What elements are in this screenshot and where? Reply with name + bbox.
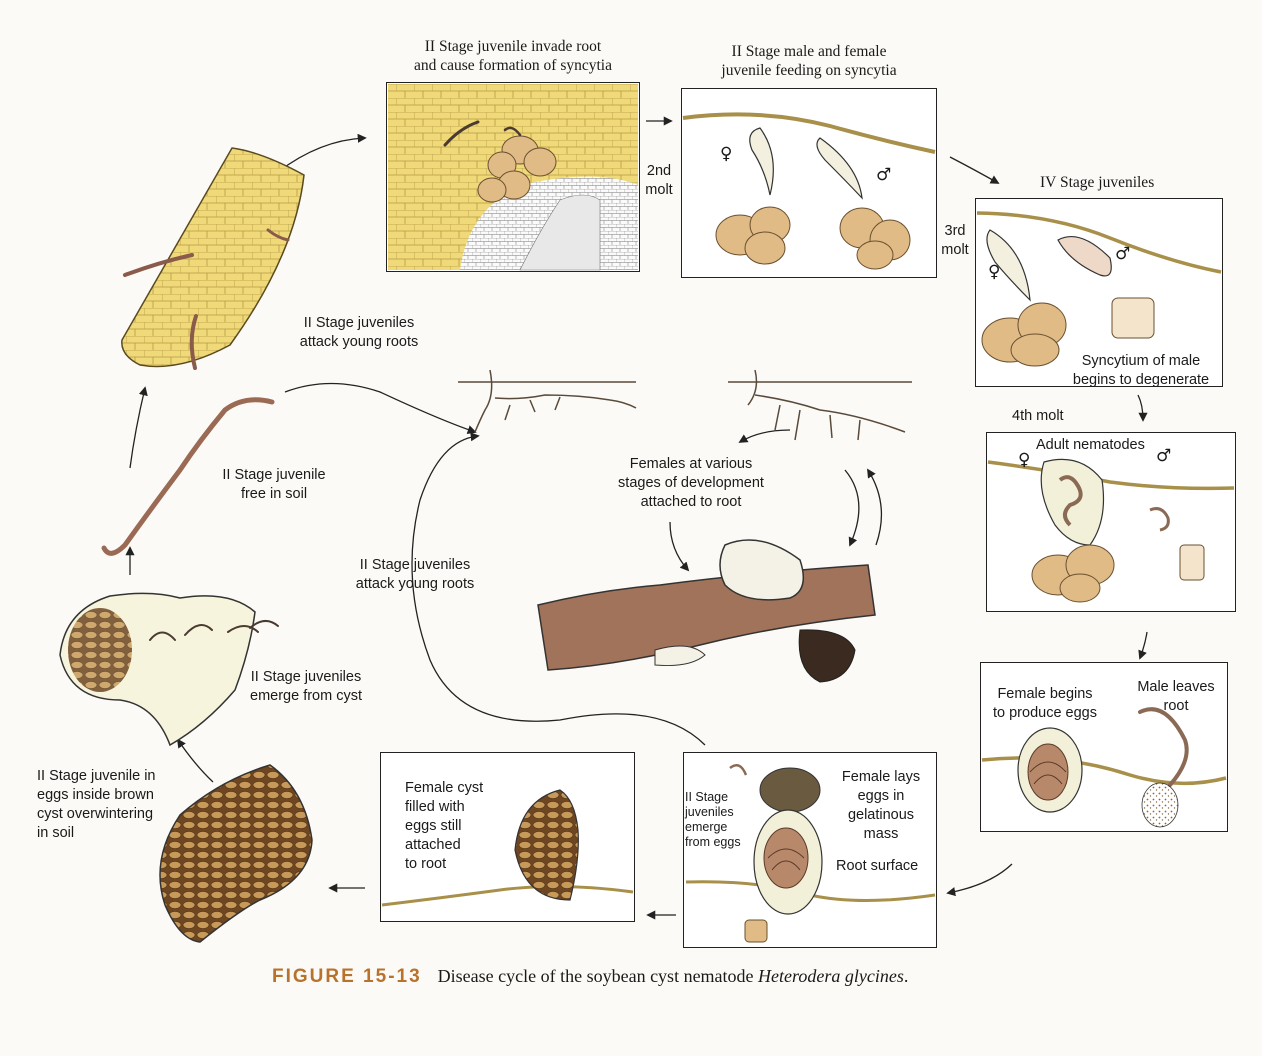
panel-female-cyst <box>380 752 635 922</box>
label-female-cyst: Female cyst filled with eggs still attac… <box>405 780 484 872</box>
label-root-surface: Root surface <box>836 858 919 874</box>
male-symbol-feeding: ♂ <box>876 165 892 185</box>
label-invade-root: II Stage juvenile invade root and cause … <box>414 38 612 74</box>
caption-text: Disease cycle of the soybean cyst nemato… <box>437 966 759 986</box>
female-lays-illustration <box>685 763 936 943</box>
female-begins-illustration <box>981 707 1227 828</box>
iv-stage-illustration <box>976 211 1222 367</box>
panel-adult <box>986 432 1236 612</box>
invade-root-illustration <box>388 84 638 271</box>
label-free-in-soil: II Stage juvenile free in soil <box>222 467 326 502</box>
female-cyst-illustration <box>381 789 634 907</box>
label-adult: Adult nematodes <box>1036 437 1145 453</box>
label-fourth-molt: 4th molt <box>1012 408 1064 424</box>
figure-caption: FIGURE 15-13 Disease cycle of the soybean… <box>272 966 908 988</box>
label-third-molt: 3rd molt <box>941 223 969 258</box>
male-symbol-adult: ♂ <box>1156 446 1172 466</box>
female-symbol-iv: ♀ <box>988 262 1001 282</box>
label-iv-stage: IV Stage juveniles <box>1040 174 1155 191</box>
label-overwintering: II Stage juvenile in eggs inside brown c… <box>37 768 156 841</box>
label-emerge-from-eggs: II Stage juveniles emerge from eggs <box>685 790 741 849</box>
figure-number: FIGURE 15-13 <box>272 966 422 987</box>
label-attack-young-roots-mid: II Stage juveniles attack young roots <box>355 557 475 592</box>
label-attack-young-roots-top: II Stage juveniles attack young roots <box>299 315 419 350</box>
label-female-lays: Female lays eggs in gelatinous mass <box>841 769 921 842</box>
feeding-illustration <box>682 112 936 270</box>
label-syncytium-male: Syncytium of male begins to degenerate <box>1072 353 1210 388</box>
label-females-various: Females at various stages of development… <box>618 456 764 510</box>
female-symbol-feeding: ♀ <box>720 144 733 164</box>
label-second-molt: 2nd molt <box>645 163 673 198</box>
adult-illustration <box>987 458 1235 603</box>
brown-cyst-illustration <box>159 764 313 943</box>
label-feeding: II Stage male and female juvenile feedin… <box>721 43 897 79</box>
caption-species: Heterodera glycines <box>758 966 904 986</box>
label-emerge-from-cyst: II Stage juveniles emerge from cyst <box>250 669 362 704</box>
label-male-leaves: Male leaves root <box>1137 679 1215 714</box>
free-worm-illustration <box>101 397 275 556</box>
young-root-illustration <box>121 147 305 370</box>
female-symbol-adult: ♀ <box>1018 450 1031 470</box>
large-root-illustration <box>537 539 876 683</box>
emerging-cyst-illustration <box>59 592 279 747</box>
caption-end: . <box>903 966 909 986</box>
label-female-begins: Female begins to produce eggs <box>993 686 1097 721</box>
male-symbol-iv: ♂ <box>1115 244 1131 264</box>
roots-illustration <box>458 369 912 441</box>
